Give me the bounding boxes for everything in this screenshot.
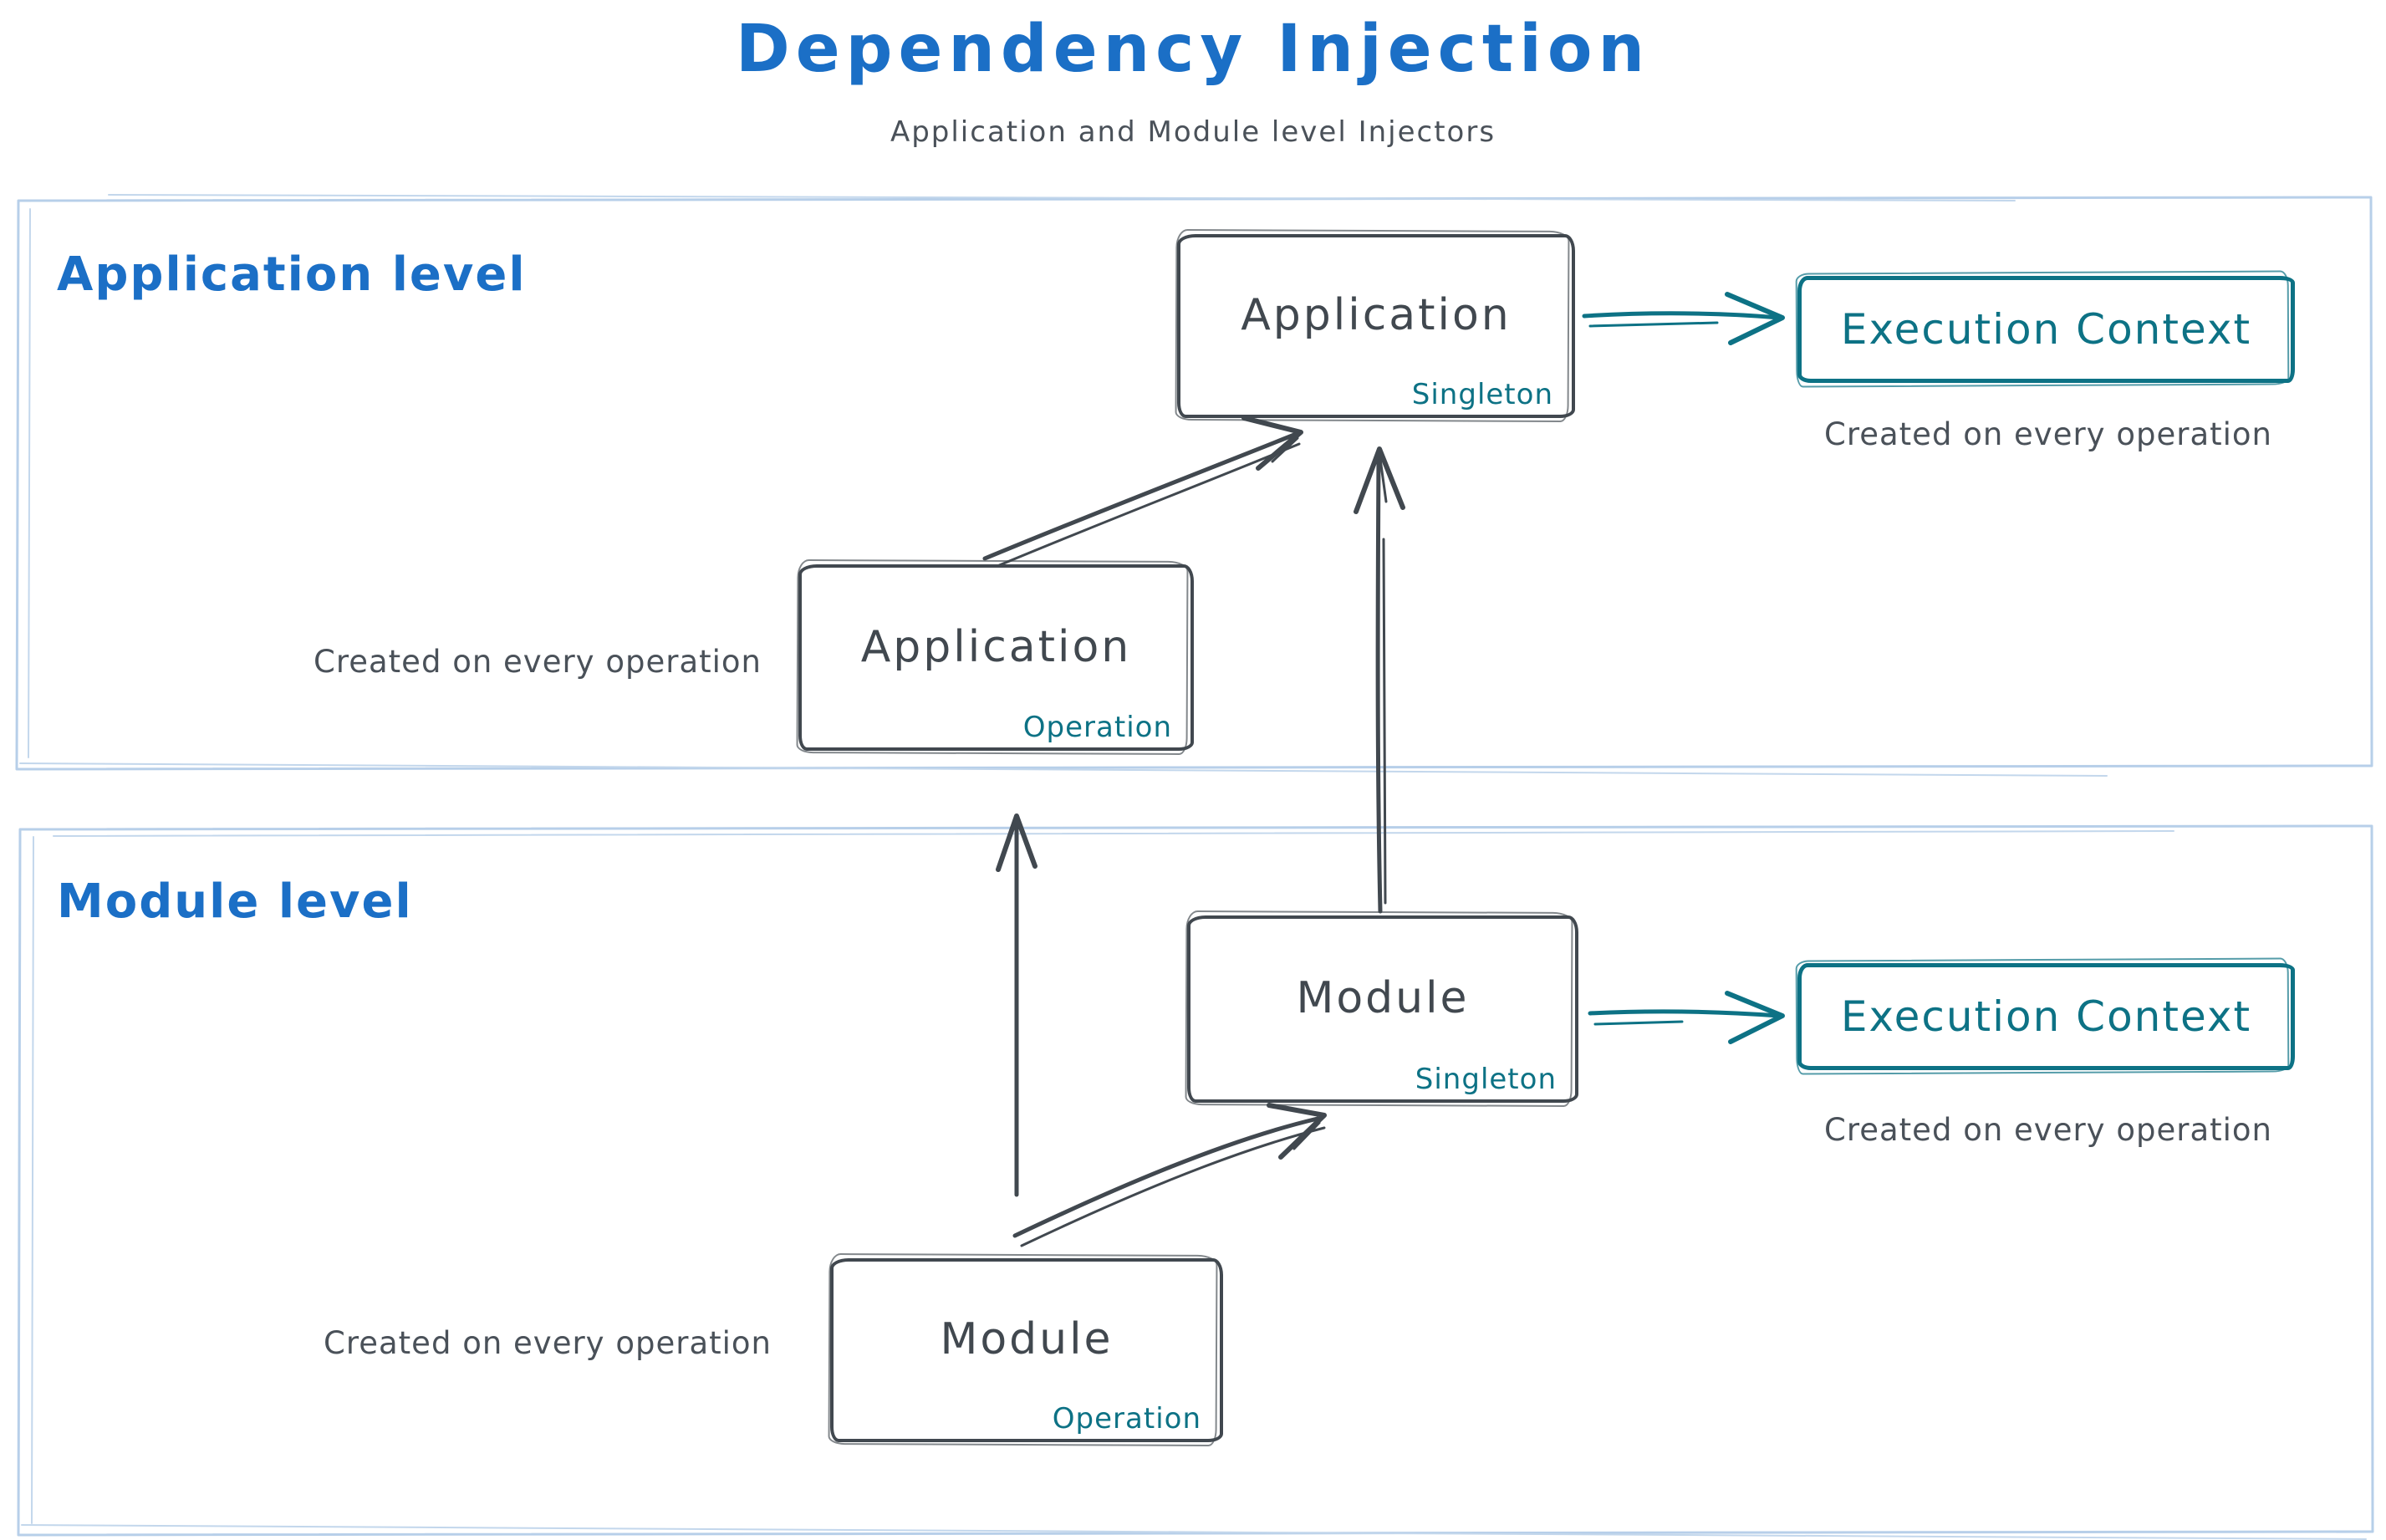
execution-context-app-caption: Created on every operation xyxy=(1824,416,2272,452)
arrow-module-singleton-to-app-singleton xyxy=(1354,446,1405,914)
module-operation-title: Module xyxy=(940,1314,1114,1364)
module-level-container xyxy=(17,824,2374,1540)
arrow-app-operation-to-app-singleton xyxy=(982,416,1303,570)
module-singleton-box: Module Singleton xyxy=(1187,915,1578,1103)
arrow-module-operation-to-module-singleton xyxy=(1012,1103,1327,1247)
app-singleton-title: Application xyxy=(1241,290,1512,340)
module-operation-box: Module Operation xyxy=(830,1258,1223,1442)
execution-context-module-label: Execution Context xyxy=(1840,992,2252,1041)
application-level-label: Application level xyxy=(57,247,527,302)
execution-context-module-caption: Created on every operation xyxy=(1824,1112,2272,1148)
module-operation-caption: Created on every operation xyxy=(324,1325,772,1361)
app-operation-caption: Created on every operation xyxy=(314,644,762,680)
module-singleton-title: Module xyxy=(1296,973,1470,1023)
app-singleton-box: Application Singleton xyxy=(1177,234,1575,418)
diagram-title: Dependency Injection xyxy=(736,12,1650,87)
app-operation-box: Application Operation xyxy=(798,564,1194,751)
arrow-app-singleton-to-execution-context xyxy=(1582,292,1785,345)
app-operation-title: Application xyxy=(860,621,1132,672)
module-operation-subtitle: Operation xyxy=(1052,1402,1201,1435)
arrow-module-singleton-to-execution-context xyxy=(1588,991,1785,1044)
app-singleton-subtitle: Singleton xyxy=(1411,378,1553,411)
module-singleton-subtitle: Singleton xyxy=(1415,1063,1557,1096)
arrow-module-operation-to-app-operation xyxy=(996,813,1038,1197)
application-level-container xyxy=(15,194,2373,777)
module-level-label: Module level xyxy=(57,875,413,929)
execution-context-app-box: Execution Context xyxy=(1797,276,2295,383)
diagram-subtitle: Application and Module level Injectors xyxy=(890,115,1496,149)
app-operation-subtitle: Operation xyxy=(1022,711,1172,744)
execution-context-app-label: Execution Context xyxy=(1840,305,2252,354)
execution-context-module-box: Execution Context xyxy=(1797,963,2295,1070)
